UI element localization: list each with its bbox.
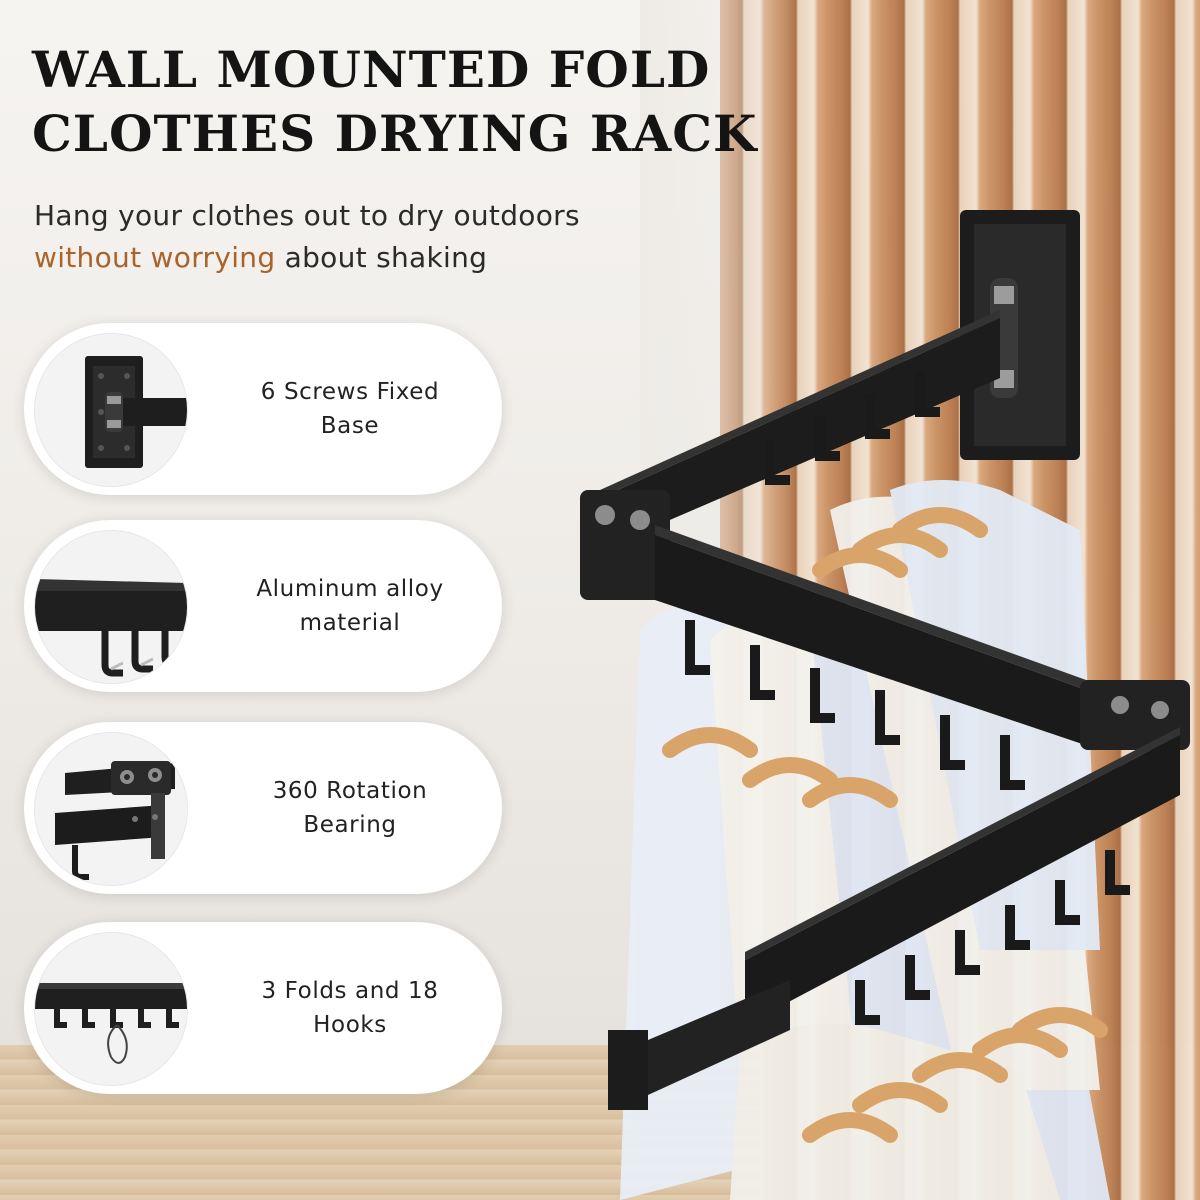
feature-card-base: 6 Screws Fixed Base — [24, 323, 502, 495]
wall-mount-plate — [960, 210, 1080, 460]
subtitle-line-1: Hang your clothes out to dry outdoors — [34, 199, 580, 232]
hooks-row-thumbnail — [34, 932, 188, 1086]
feature-label-material: Aluminum alloy material — [256, 576, 444, 636]
feature-label-base: 6 Screws Fixed Base — [260, 379, 440, 439]
rack-arm-upper — [600, 318, 1000, 550]
subtitle-accent: without worrying — [34, 241, 276, 274]
rack-end-cap — [608, 1030, 648, 1110]
page-title: WALL MOUNTED FOLD CLOTHES DRYING RACK — [32, 38, 757, 166]
rack-hooks — [685, 372, 1130, 1025]
rack-elbow-right — [1080, 680, 1190, 750]
rack-arm-middle — [655, 535, 1100, 750]
subtitle-rest: about shaking — [275, 241, 488, 274]
feature-card-hooks: 3 Folds and 18 Hooks — [24, 922, 502, 1094]
rotation-bearing-thumbnail — [34, 732, 188, 886]
subtitle: Hang your clothes out to dry outdoors wi… — [34, 195, 580, 279]
wooden-hangers — [662, 507, 1108, 1143]
drying-rack-product-image — [560, 190, 1200, 1200]
feature-card-material: Aluminum alloy material — [24, 520, 502, 692]
rack-arm-lower — [745, 735, 1180, 1025]
title-line-1: WALL MOUNTED FOLD — [32, 40, 711, 99]
title-line-2: CLOTHES DRYING RACK — [32, 104, 758, 163]
feature-label-hooks: 3 Folds and 18 Hooks — [261, 978, 439, 1038]
aluminum-bar-hooks-thumbnail — [34, 530, 188, 684]
feature-label-rotation: 360 Rotation Bearing — [272, 778, 428, 838]
wall-base-thumbnail — [34, 333, 188, 487]
feature-card-rotation: 360 Rotation Bearing — [24, 722, 502, 894]
